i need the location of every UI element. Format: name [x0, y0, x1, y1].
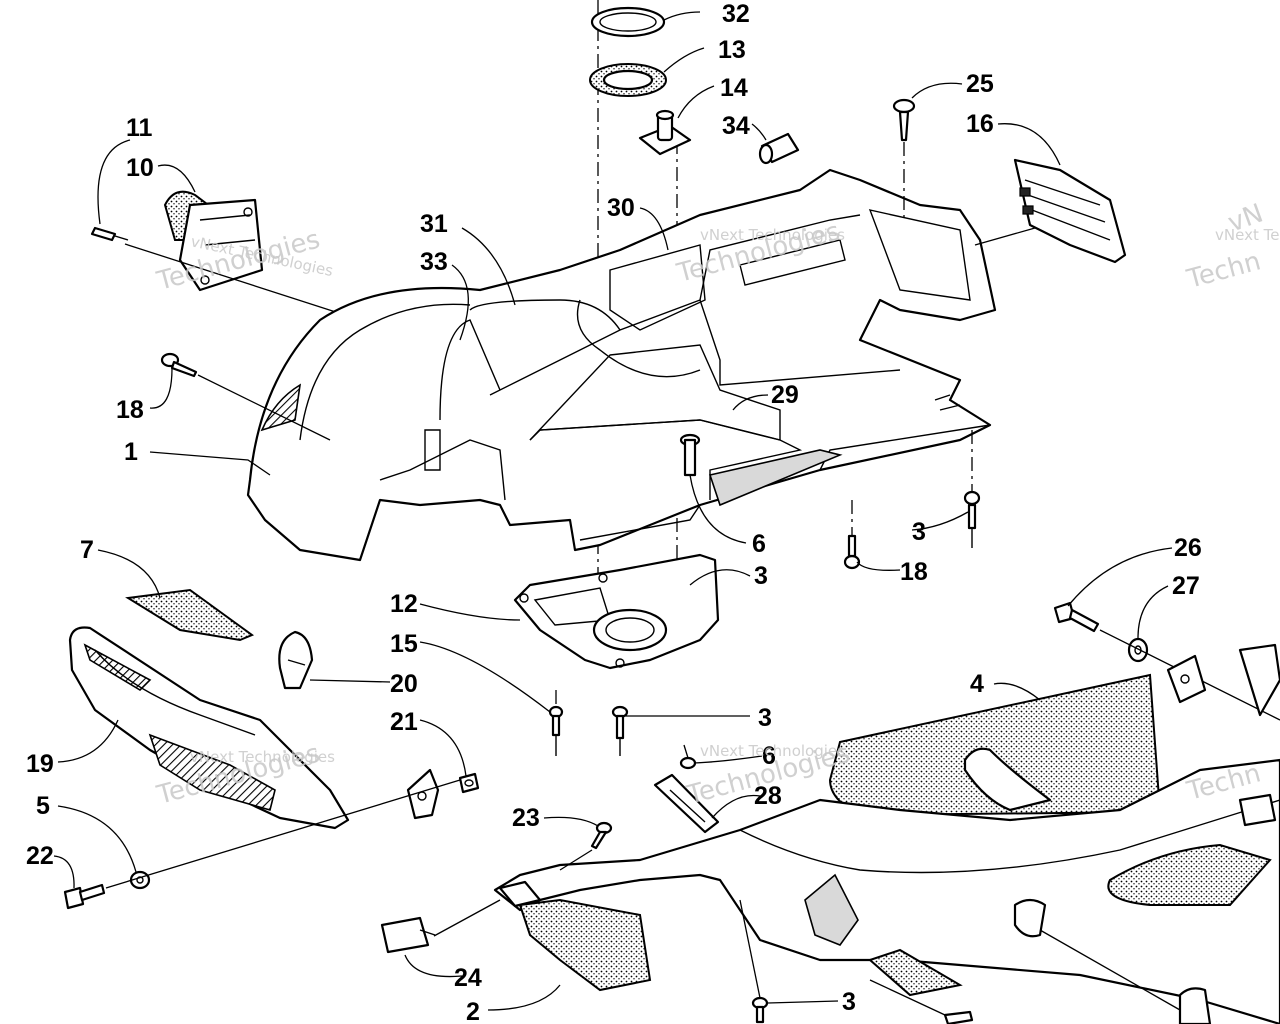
inner-panel-part-30 — [609, 244, 706, 331]
leader-rivet-bottom-axis — [739, 899, 761, 999]
callout-6-lower: 6 — [762, 742, 776, 770]
callout-7: 7 — [80, 536, 94, 564]
callout-4: 4 — [970, 670, 984, 698]
callout-3-right: 3 — [912, 518, 926, 546]
leader-clip-24-axis — [433, 899, 501, 937]
callout-23: 23 — [512, 804, 540, 832]
callout-31: 31 — [420, 210, 448, 238]
clip-part-24 — [380, 916, 436, 954]
callout-34: 34 — [722, 112, 750, 140]
leader-screw-23-axis — [559, 849, 593, 871]
callout-5: 5 — [36, 792, 50, 820]
callout-33: 33 — [420, 248, 448, 276]
leader-bottom-screw-axis — [869, 979, 946, 1016]
bushing-part-34 — [758, 132, 800, 165]
callout-27: 27 — [1172, 572, 1200, 600]
leader-lower-axis — [1039, 929, 1181, 1011]
callout-11: 11 — [126, 114, 153, 142]
gasket-ring-part-32 — [590, 6, 666, 38]
watermark-word-right: Techn — [1183, 246, 1264, 295]
nut-part-21 — [458, 772, 480, 794]
watermark-brand-right: vNext Te — [1215, 226, 1279, 244]
callout-25: 25 — [966, 70, 994, 98]
callout-1: 1 — [124, 438, 138, 466]
leader-motor-axis — [124, 243, 346, 316]
washer-part-6-lower — [679, 756, 697, 770]
bolt-part-26 — [1053, 601, 1100, 633]
rivet-part-3-right — [963, 490, 981, 548]
callout-24: 24 — [454, 964, 482, 992]
callout-3-bottom: 3 — [842, 988, 856, 1016]
base-plate-part-12 — [513, 553, 720, 670]
side-panel-part-4 — [828, 673, 1162, 817]
seal-ring-part-13 — [589, 63, 667, 97]
bracket-right — [1166, 654, 1207, 704]
callout-19: 19 — [26, 750, 54, 778]
grille-part-16 — [1013, 158, 1127, 264]
screw-bottom-right — [943, 1010, 974, 1024]
screw-part-18-upper — [160, 352, 198, 378]
watermark-brand-lower-center: vNext Technologies — [700, 742, 845, 760]
rivet-part-3-lower — [611, 705, 629, 756]
watermark-brand-center: vNext Technologies — [700, 226, 845, 244]
callout-21: 21 — [390, 708, 418, 736]
callout-28: 28 — [754, 782, 782, 810]
callout-18-lower: 18 — [900, 558, 928, 586]
motor-part-10 — [163, 190, 264, 292]
bumper-part-19 — [68, 626, 350, 830]
axis-washer-6-lower — [683, 744, 689, 759]
callout-3-lower: 3 — [758, 704, 772, 732]
washer-part-27 — [1127, 637, 1149, 663]
screw-part-11 — [90, 226, 129, 242]
callout-20: 20 — [390, 670, 418, 698]
hinge-part-28 — [653, 773, 720, 834]
callout-10: 10 — [126, 154, 154, 182]
rivet-part-3-bottom — [751, 996, 769, 1024]
callout-32: 32 — [722, 0, 750, 28]
callout-2: 2 — [466, 998, 480, 1024]
clip-part-20 — [278, 630, 314, 690]
callout-6-upper: 6 — [752, 530, 766, 558]
filler-neck-part-14 — [638, 109, 692, 156]
leader-screw-18-axis — [197, 374, 331, 441]
belly-pan-part-2 — [493, 643, 1280, 1024]
callout-12: 12 — [390, 590, 418, 618]
bolt-part-22 — [63, 883, 106, 910]
callout-29: 29 — [771, 381, 799, 409]
rivet-part-15 — [548, 705, 564, 756]
callout-18-upper: 18 — [116, 396, 144, 424]
callout-16: 16 — [966, 110, 994, 138]
screw-part-25 — [892, 98, 916, 142]
screw-part-23 — [590, 821, 613, 850]
callout-22: 22 — [26, 842, 54, 870]
callout-26: 26 — [1174, 534, 1202, 562]
watermark-brand-lower-left: vNext Technologies — [190, 748, 335, 766]
callout-13: 13 — [718, 36, 746, 64]
callout-labels: 32 13 14 34 25 16 11 10 31 30 33 18 29 1… — [26, 0, 1202, 1024]
callout-30: 30 — [607, 194, 635, 222]
console-body-part-1 — [246, 168, 997, 562]
floor-panel-part-29 — [529, 344, 781, 441]
screw-part-18-lower — [843, 534, 861, 570]
callout-3-center: 3 — [754, 562, 768, 590]
leader-bumper-bolt-axis — [105, 779, 461, 889]
callout-14: 14 — [720, 74, 748, 102]
post-part-6 — [679, 433, 701, 477]
leader-grille-16 — [974, 227, 1036, 246]
callout-leaders — [53, 11, 1173, 1011]
callout-15: 15 — [390, 630, 418, 658]
pad-part-7 — [125, 588, 255, 642]
